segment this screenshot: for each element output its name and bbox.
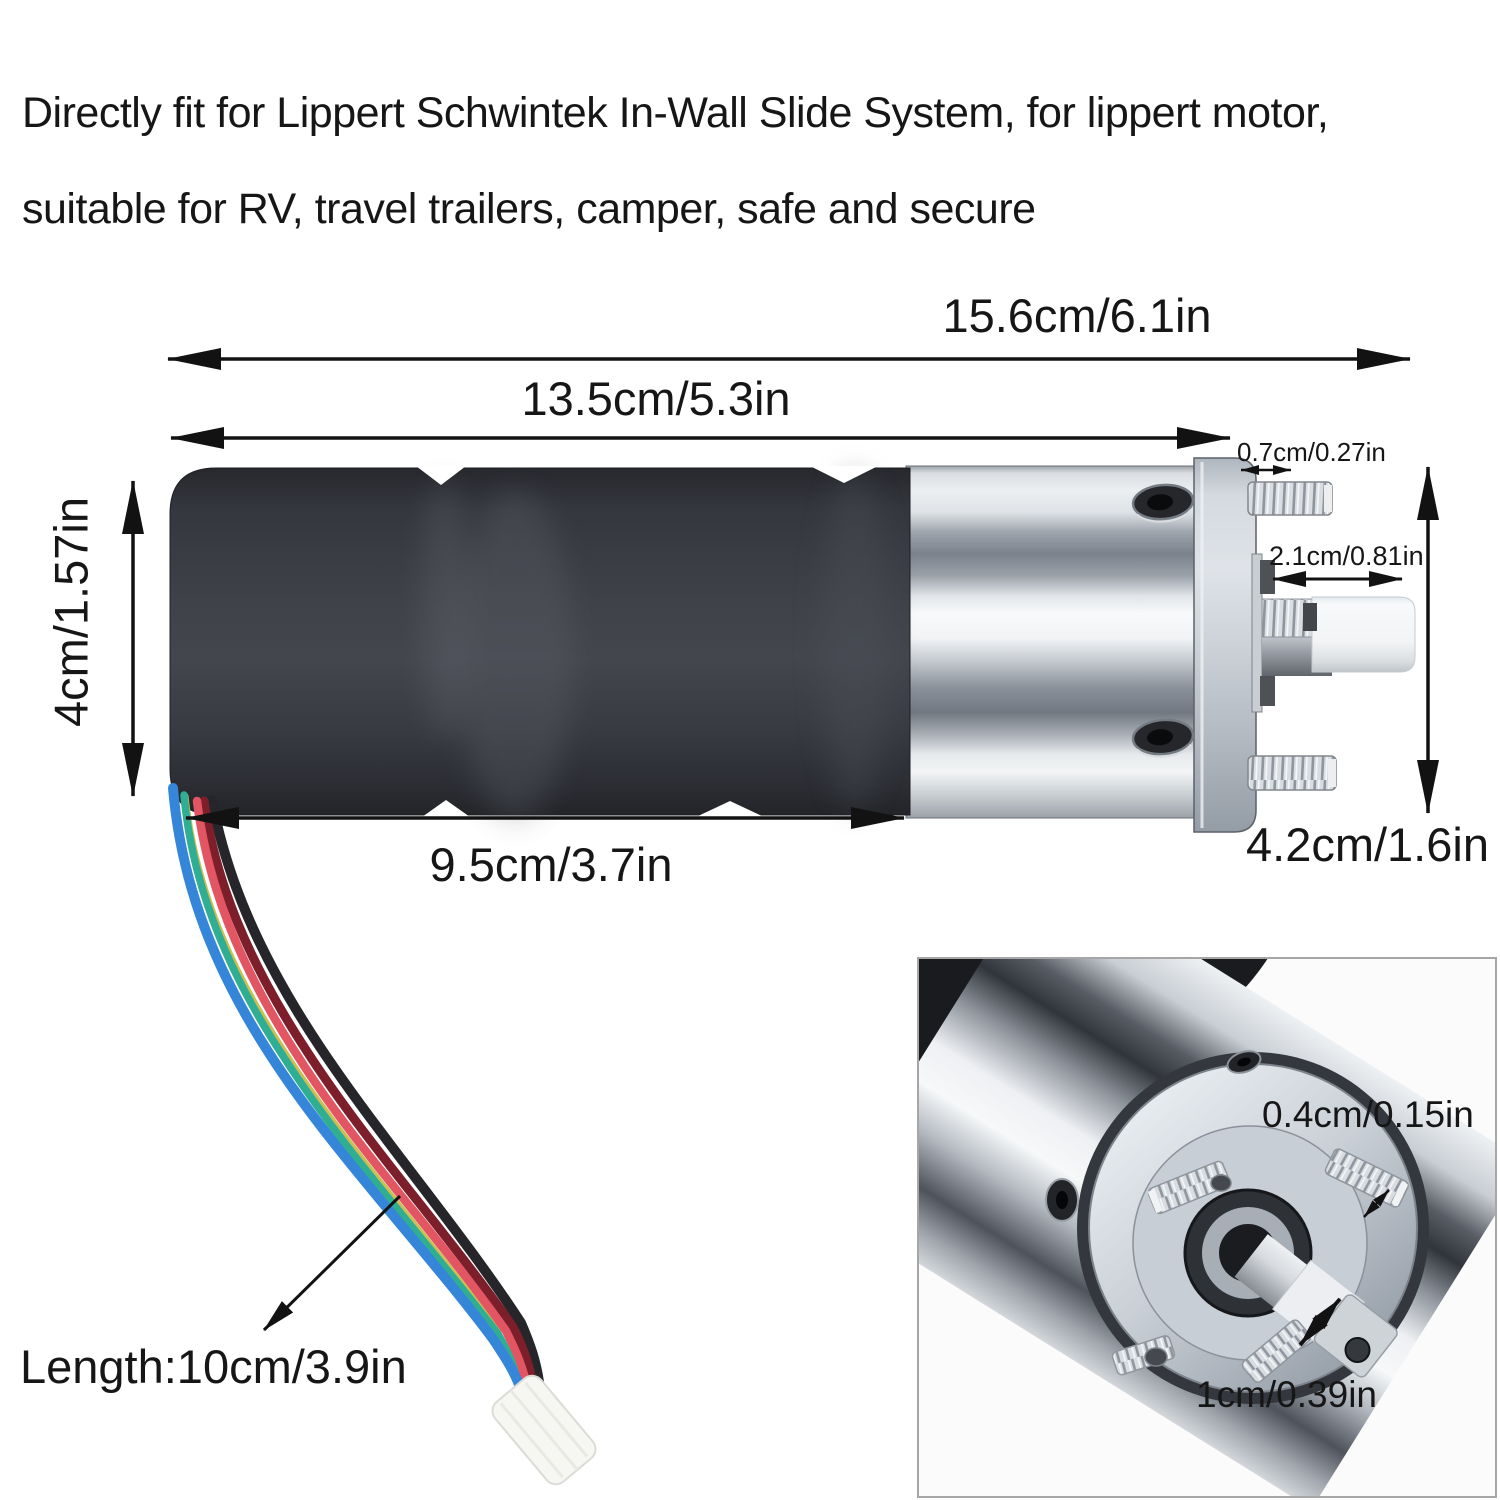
arrow-stud-diameter: [1363, 1189, 1390, 1218]
dimension-arrows: [122, 348, 1439, 1332]
gearbox-screw-bottom: [1131, 718, 1195, 758]
dim-flange-thickness: 0.7cm/0.27in: [1237, 437, 1386, 467]
dim-stud-diameter: 0.4cm/0.15in: [1262, 1094, 1474, 1135]
wire-connector: [491, 1374, 597, 1486]
gearbox-chrome-cylinder: [905, 465, 1195, 819]
wire-maroon: [199, 796, 537, 1385]
motor-wires: [168, 783, 544, 1395]
body-notch: [810, 466, 878, 483]
inset-flange-hole: [1210, 1174, 1232, 1192]
dim-body-length: 9.5cm/3.7in: [429, 838, 673, 891]
wire-red: [192, 796, 531, 1387]
inset-flange-hole-2: [1144, 1347, 1168, 1367]
dim-body-diameter: 4cm/1.57in: [44, 497, 98, 727]
wire-black: [207, 795, 544, 1387]
mounting-stud-top: [1247, 481, 1333, 516]
inset-stud-lower-left: [1111, 1335, 1176, 1376]
arrow-shaft-diameter: [1298, 1297, 1342, 1347]
inset-screw-side: [1045, 1178, 1079, 1222]
body-highlight-2: [421, 480, 469, 740]
wire-green: [180, 791, 523, 1390]
body-notch: [416, 466, 466, 485]
inset-stud-upper-left: [1147, 1160, 1231, 1215]
dim-shaft-diameter: 1cm/0.39in: [1196, 1374, 1377, 1415]
dim-wire-length: Length:10cm/3.9in: [20, 1340, 407, 1393]
body-highlight: [457, 490, 573, 820]
dim-gearbox-diameter: 4.2cm/1.6in: [1246, 818, 1489, 871]
arrow-wire-length-pointer: [262, 1194, 402, 1332]
wire-blue: [168, 783, 526, 1395]
inset-photo: [917, 957, 1497, 1498]
mounting-stud-bottom: [1247, 755, 1337, 791]
shaft-nut-top: [1260, 560, 1275, 594]
description-line-2: suitable for RV, travel trailers, camper…: [22, 185, 1036, 233]
shaft-nut-bottom: [1260, 676, 1275, 706]
mounting-flange: [1193, 457, 1257, 833]
inset-arrows: [1298, 1189, 1390, 1347]
dim-overall-length: 15.6cm/6.1in: [942, 289, 1212, 342]
output-shaft: [1261, 596, 1416, 676]
body-highlight-3: [821, 470, 889, 810]
dim-shaft-length: 2.1cm/0.81in: [1269, 541, 1424, 571]
dim-body-gearbox-length: 13.5cm/5.3in: [521, 372, 791, 425]
gearbox-screw-top: [1131, 483, 1195, 523]
inset-screw-top: [1226, 1050, 1262, 1074]
motor-side-view: [169, 457, 1416, 833]
description-line-1: Directly fit for Lippert Schwintek In-Wa…: [22, 89, 1329, 137]
inset-border: [917, 957, 1497, 1498]
